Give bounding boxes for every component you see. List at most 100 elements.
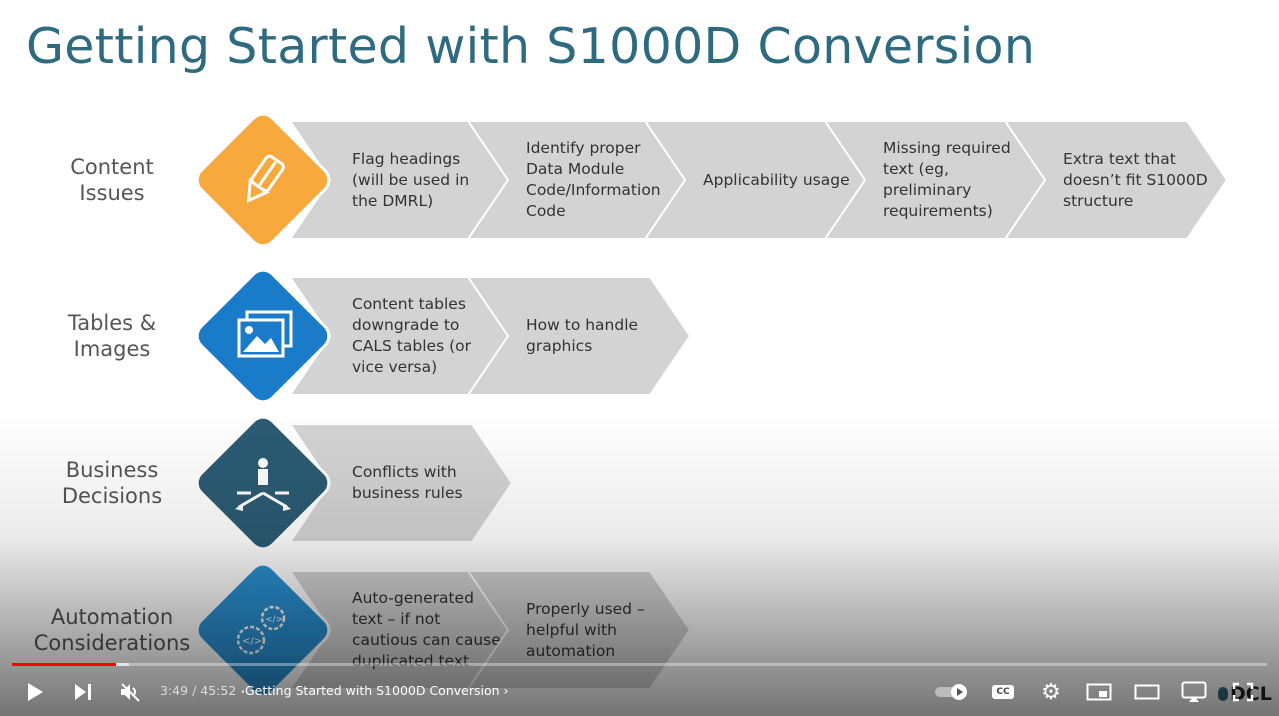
autoplay-icon [935,684,967,700]
chevron-shape [290,121,512,239]
mute-button[interactable] [115,678,145,706]
step-text-line: Code [526,202,566,220]
settings-button[interactable]: ⚙ [1038,678,1064,706]
step-text: How to handle graphics [526,277,638,395]
step-text: Missing required text (eg, preliminary requ… [883,121,1011,239]
step-text-line: Flag headings [352,149,461,168]
row-label-line: Images [73,337,151,361]
chevron-step: Extra text that doesn’t fit S1000D structu… [1005,121,1227,239]
play-icon [28,683,43,701]
row-label-line: Business [65,458,159,482]
step-text: Content tables downgrade to CALS tables (o… [352,277,471,395]
cast-button[interactable] [1180,678,1208,706]
chevron-step: Missing required text (eg, preliminary requ… [825,121,1047,239]
row-label-line: Content [70,155,154,179]
row-label-line: Automation [50,605,174,629]
row-label-line: Decisions [61,484,163,508]
svg-text:</>: </> [265,615,283,625]
time-display: 3:49 / 45:52 • [160,683,246,698]
svg-text:</>: </> [242,636,262,647]
step-text-line: CALS tables (or [352,337,471,355]
step-text-line: automation [526,641,616,660]
theater-mode-button[interactable] [1133,678,1161,706]
chevron-shape [290,277,512,395]
slide-title: Getting Started with S1000D Conversion [26,18,1036,75]
decision-person-icon [223,443,303,523]
theater-icon [1134,684,1160,700]
row-label-line: Issues [79,181,145,205]
chevron-step: Applicability usage [645,121,867,239]
chevron-shape [645,121,867,239]
chevron-step: Content tables downgrade to CALS tables (o… [290,277,512,395]
step-text-line: structure [1063,191,1134,210]
step-text-line: Properly used – [526,599,645,618]
step-text-line: requirements) [883,202,993,220]
chevron-shape [468,121,690,239]
step-text: Properly used – helpful with automation [526,571,645,689]
row-label-line: Tables & [67,311,157,335]
play-button[interactable] [20,678,50,706]
cast-icon [1181,681,1207,702]
step-text-line: graphics [526,337,593,355]
step-text-line: downgrade to [352,316,460,334]
step-text-line: Identify proper [526,139,641,157]
images-icon [223,296,303,376]
fullscreen-icon [1232,682,1254,702]
video-title: Getting Started with S1000D Conversion [245,683,500,698]
step-text-line: Content tables [352,295,466,313]
captions-button[interactable]: CC [990,678,1016,706]
next-icon [75,684,91,700]
chevron-shape [468,277,690,395]
row-label-line: Considerations [33,631,191,655]
chapter-title-button[interactable]: Getting Started with S1000D Conversion › [245,683,509,698]
pencil-icon [223,140,303,220]
progress-bar[interactable] [12,663,1267,666]
step-text-line: business rules [352,484,463,502]
step-text-line: Missing required [883,139,1011,157]
bullet: • [240,688,246,698]
chevron-right-icon: › [503,683,509,698]
step-text-line: Conflicts with [352,463,457,481]
duration: 45:52 [200,683,237,698]
miniplayer-icon [1086,683,1112,701]
step-text-line: preliminary [883,181,972,199]
chevron-shape [825,121,1047,239]
step-text-line: vice versa) [352,358,438,376]
progress-fill [12,663,117,666]
time-separator: / [192,683,197,698]
step-text: Applicability usage [703,121,850,239]
step-text-line: Data Module [526,160,625,178]
step-text-line: text (eg, [883,160,949,178]
step-text-line: How to handle [526,316,639,334]
fullscreen-button[interactable] [1230,678,1256,706]
step-text-line: Applicability usage [703,170,850,189]
step-text: Flag headings (will be used in the DMRL) [352,121,469,239]
step-text: Extra text that doesn’t fit S1000D structu… [1063,121,1208,239]
muted-speaker-icon [121,683,140,702]
gear-icon: ⚙ [1041,679,1061,705]
autoplay-toggle[interactable] [934,678,970,706]
step-text-line: (will be used in [352,170,470,189]
cc-icon: CC [992,685,1014,699]
step-text-line: the DMRL) [352,191,434,210]
step-text-line: Code/Information [526,181,661,199]
step-text-line: Extra text that [1063,149,1176,168]
current-time: 3:49 [160,683,189,698]
code-gears-icon: </> </> [223,590,303,670]
buffered-bar [116,663,129,666]
row-label: Tables &Images [32,310,192,362]
chevron-step: Flag headings (will be used in the DMRL) [290,121,512,239]
chevron-shape [1005,121,1227,239]
next-button[interactable] [68,678,98,706]
chevron-step: Properly used – helpful with automation [468,571,690,689]
miniplayer-button[interactable] [1085,678,1113,706]
step-text-line: helpful with [526,620,617,639]
chevron-step: How to handle graphics [468,277,690,395]
step-text-line: doesn’t fit S1000D [1063,170,1208,189]
step-text: Conflicts with business rules [352,424,463,542]
